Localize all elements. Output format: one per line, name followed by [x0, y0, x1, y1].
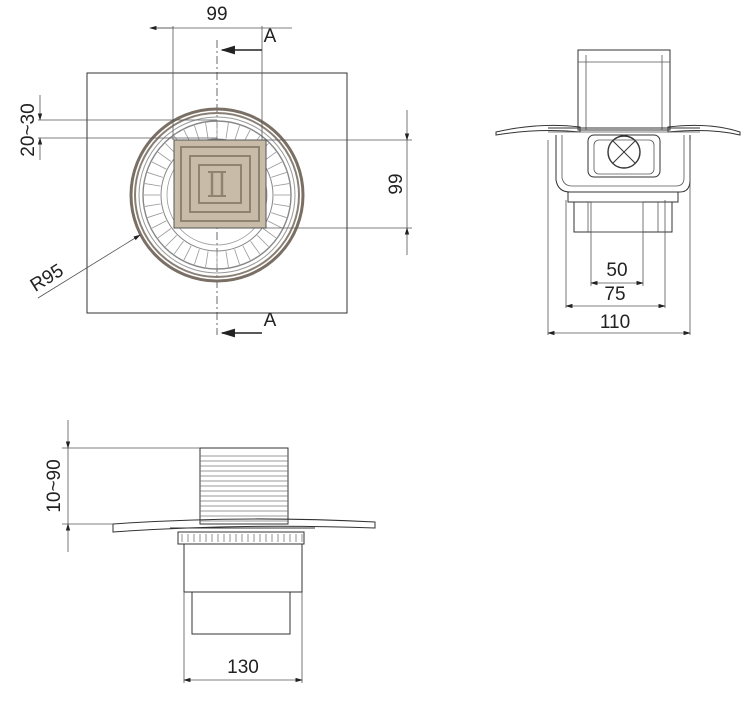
grate: [173, 139, 267, 229]
rib: [194, 249, 200, 265]
rib: [165, 235, 177, 247]
rib-ring: [144, 122, 290, 268]
radius-label: R95: [27, 260, 68, 296]
rib: [194, 125, 200, 141]
rib: [262, 228, 277, 239]
dim-outer-label: 110: [600, 312, 630, 333]
rib: [242, 245, 251, 261]
rib: [257, 235, 269, 247]
dim-inner-label: 50: [606, 260, 627, 281]
rib: [147, 172, 163, 178]
rib: [205, 251, 209, 268]
dim-width-label-bottom: 130: [227, 657, 259, 678]
rib: [225, 251, 229, 268]
dim-height-label-bottom: 10~90: [44, 459, 65, 512]
rib: [225, 122, 229, 139]
side-view-right: 50 75 110: [495, 49, 741, 336]
rib: [157, 228, 172, 239]
dim-height-label: 99: [386, 173, 407, 194]
rib: [147, 212, 163, 218]
rib: [273, 203, 290, 207]
rib: [151, 161, 167, 170]
rib: [267, 220, 283, 229]
top-view: 99 A A 99 20~30 R95: [18, 4, 412, 338]
rib: [271, 172, 287, 178]
rib: [250, 240, 261, 255]
section-a-bottom: A: [264, 310, 277, 331]
rib: [205, 122, 209, 139]
rib: [157, 151, 172, 162]
dim-width-label: 99: [206, 4, 227, 25]
rib: [271, 212, 287, 218]
valve-ball: [607, 135, 641, 169]
dim-mid-label: 75: [604, 284, 625, 305]
rib: [267, 161, 283, 170]
rib: [273, 183, 290, 187]
dim-range-label: 20~30: [18, 103, 39, 156]
rib: [234, 125, 240, 141]
rib: [183, 245, 192, 261]
rib: [151, 220, 167, 229]
rib: [173, 240, 184, 255]
section-a-top: A: [264, 26, 277, 47]
rib: [234, 249, 240, 265]
rib: [144, 183, 161, 187]
outer-ring: [129, 107, 305, 283]
rib: [144, 203, 161, 207]
side-view-bottom: 10~90 130: [44, 420, 376, 683]
